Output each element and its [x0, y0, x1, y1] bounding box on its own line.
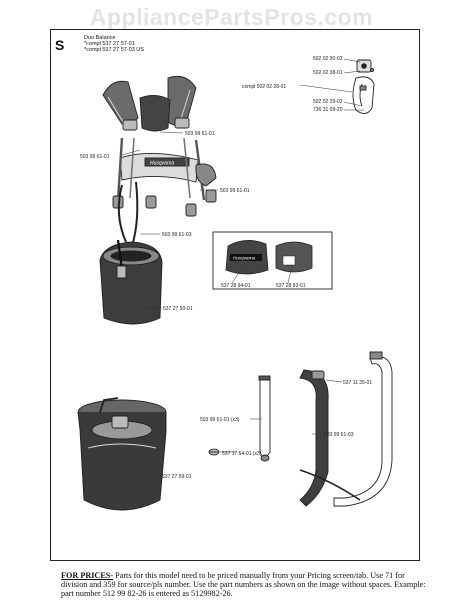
part-label: 502 02 30-02 — [313, 56, 343, 62]
part-label: 537 28 94-01 — [221, 283, 251, 289]
hook-assembly-drawing — [352, 59, 375, 114]
part-label: 503 99 61-01 (x3) — [200, 417, 240, 423]
section-letter: S — [55, 37, 64, 53]
pricing-note-lead: FOR PRICES- — [61, 571, 114, 580]
part-label: 502 02 29-02 — [313, 99, 343, 105]
lower-pouch-drawing — [77, 397, 167, 511]
part-label: compl 502 02 28-01 — [242, 84, 286, 90]
part-label: 503 99 61-01 — [220, 188, 250, 194]
curved-strap-drawing — [299, 351, 393, 507]
section-title: Duo Balance — [84, 35, 116, 41]
pricing-note: FOR PRICES- Parts for this model need to… — [61, 571, 433, 599]
straight-strap-drawing — [258, 375, 271, 462]
pricing-note-body: Parts for this model need to be priced m… — [61, 571, 426, 599]
harness-brand: Husqvarna — [150, 161, 174, 167]
part-label: 503 99 61-03 — [162, 232, 192, 238]
part-label: 537 17 54-01 (x3) — [222, 451, 262, 457]
part-label: 736 31 09-20 — [313, 107, 343, 113]
part-label: 537 11 35-01 — [343, 380, 372, 386]
part-label: 503 99 61-03 — [324, 432, 354, 438]
section-compl-2: *compl 537 27 57-03 US — [84, 47, 144, 53]
part-label: 502 02 38-01 — [313, 70, 343, 76]
holster-pouch-drawing — [99, 239, 163, 325]
part-label: 537 27 50-01 — [163, 306, 193, 312]
diagram-frame — [50, 29, 420, 561]
clip-small-drawing — [208, 448, 220, 456]
part-label: 537 27 59-01 — [162, 474, 192, 480]
part-label: 503 99 61-01 — [185, 131, 215, 137]
watermark: AppliancePartsPros.com — [89, 4, 374, 30]
section-compl-1: *compl 537 27 57-01 — [84, 41, 135, 47]
plate-brand-left: Husqvarna — [233, 256, 256, 261]
leader-lines — [121, 58, 364, 477]
brand-plates-box: Husqvarna — [212, 231, 333, 290]
harness-drawing: Husqvarna — [102, 75, 217, 247]
part-label: 537 28 93-01 — [276, 283, 306, 289]
part-label: 503 99 61-01 — [80, 154, 110, 160]
